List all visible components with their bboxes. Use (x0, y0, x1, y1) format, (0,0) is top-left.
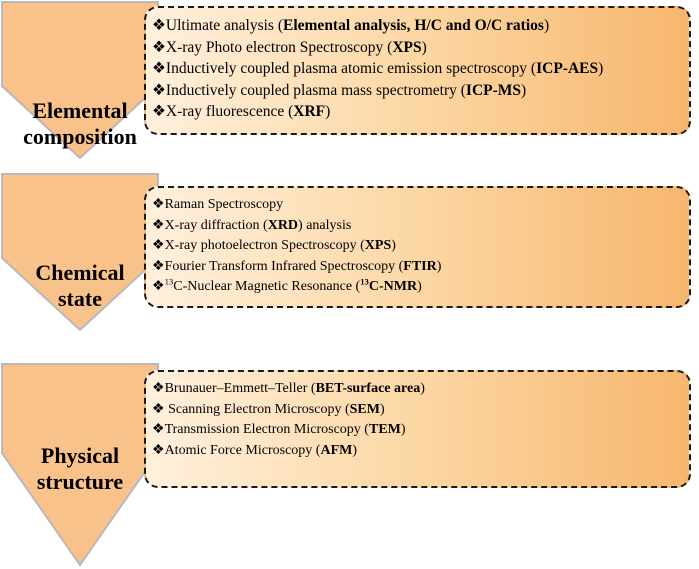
stage-title-physical-structure: Physical structure (0, 443, 160, 495)
technique-text: XPS (364, 238, 392, 253)
technique-text: Fourier Transform Infrared Spectroscopy … (164, 258, 404, 274)
technique-text: BET-surface area (315, 381, 421, 396)
physical-structure-box: ❖Brunauer–Emmett–Teller (BET-surface are… (144, 370, 691, 488)
technique-item: ❖Ultimate analysis (Elemental analysis, … (152, 15, 679, 37)
stage-title-line: Physical (40, 443, 120, 468)
stage-title-elemental-composition: Elemental composition (0, 98, 160, 150)
technique-text: Raman Spectroscopy (164, 197, 284, 212)
technique-text: XPS (392, 38, 422, 56)
technique-text: X-ray photoelectron Spectroscopy ( (164, 238, 365, 253)
technique-text: SEM (349, 401, 380, 417)
technique-text: FTIR (403, 258, 437, 274)
chevron-physical-structure (0, 363, 159, 567)
technique-text: Ultimate analysis ( (165, 17, 283, 34)
stage-title-line: composition (23, 124, 137, 149)
diamond-bullet-icon: ❖ (152, 401, 165, 417)
technique-text: X-ray fluorescence ( (165, 103, 294, 120)
technique-list: ❖Raman Spectroscopy❖X-ray diffraction (X… (152, 195, 679, 298)
diamond-bullet-icon: ❖ (152, 38, 166, 56)
technique-item: ❖13C-Nuclear Magnetic Resonance (13C-NMR… (152, 277, 679, 298)
diamond-bullet-icon: ❖ (152, 17, 166, 34)
technique-item: ❖X-ray Photo electron Spectroscopy (XPS) (152, 37, 679, 59)
technique-text: AFM (320, 442, 353, 458)
stage-title-chemical-state: Chemical state (0, 260, 160, 312)
technique-text: ) (379, 401, 385, 417)
technique-text: C-NMR (368, 279, 418, 294)
technique-text: Scanning Electron Microscopy ( (164, 401, 350, 417)
technique-list: ❖Brunauer–Emmett–Teller (BET-surface are… (152, 379, 679, 461)
technique-text: ) (325, 103, 331, 120)
diamond-bullet-icon: ❖ (152, 279, 165, 294)
technique-text: XRD (267, 217, 299, 233)
technique-text: Inductively coupled plasma mass spectrom… (165, 81, 466, 99)
technique-text: ) (352, 442, 358, 458)
diamond-bullet-icon: ❖ (152, 238, 165, 253)
diamond-bullet-icon: ❖ (152, 422, 165, 437)
diamond-bullet-icon: ❖ (152, 381, 165, 396)
technique-text: ) (521, 81, 527, 99)
chevron-elemental-composition (1, 1, 159, 160)
technique-text: ) analysis (298, 217, 352, 233)
technique-item: ❖X-ray photoelectron Spectroscopy (XPS) (152, 236, 679, 257)
technique-item: ❖Transmission Electron Microscopy (TEM) (152, 420, 679, 441)
technique-text: Brunauer–Emmett–Teller ( (164, 381, 316, 396)
diamond-bullet-icon: ❖ (152, 442, 165, 458)
technique-text: C-Nuclear Magnetic Resonance ( (173, 279, 361, 294)
technique-text: ) (420, 381, 425, 396)
technique-text: ) (400, 422, 406, 437)
technique-text: ) (436, 258, 442, 274)
diamond-bullet-icon: ❖ (152, 217, 165, 233)
stage-title-line: Chemical (35, 260, 125, 285)
chemical-state-box: ❖Raman Spectroscopy❖X-ray diffraction (X… (144, 186, 691, 308)
diamond-bullet-icon: ❖ (152, 103, 166, 120)
technique-text: XRF (293, 103, 326, 120)
technique-text: TEM (368, 422, 401, 437)
diamond-bullet-icon: ❖ (152, 258, 165, 274)
technique-text: X-ray diffraction ( (164, 217, 268, 233)
technique-item: ❖ Scanning Electron Microscopy (SEM) (152, 400, 679, 421)
technique-item: ❖Inductively coupled plasma atomic emiss… (152, 58, 679, 80)
technique-text: Elemental analysis, H/C and O/C ratios (283, 17, 544, 34)
technique-text: ) (391, 238, 396, 253)
superscript: 13 (164, 276, 174, 287)
technique-text: Inductively coupled plasma atomic emissi… (165, 60, 537, 77)
stage-title-line: structure (36, 469, 124, 494)
technique-item: ❖X-ray diffraction (XRD) analysis (152, 216, 679, 237)
technique-text: Atomic Force Microscopy ( (164, 442, 321, 458)
technique-text: ) (417, 279, 422, 294)
technique-text: ICP-AES (536, 60, 599, 77)
technique-text: ) (598, 60, 604, 77)
technique-item: ❖Atomic Force Microscopy (AFM) (152, 441, 679, 462)
stage-title-line: Elemental (32, 98, 128, 123)
technique-item: ❖Fourier Transform Infrared Spectroscopy… (152, 257, 679, 278)
technique-text: Transmission Electron Microscopy ( (164, 422, 369, 437)
technique-list: ❖Ultimate analysis (Elemental analysis, … (152, 15, 679, 123)
diamond-bullet-icon: ❖ (152, 60, 166, 77)
technique-text: ) (543, 17, 550, 34)
superscript: 13 (360, 276, 369, 287)
technique-text: X-ray Photo electron Spectroscopy ( (165, 38, 393, 56)
technique-item: ❖X-ray fluorescence (XRF) (152, 101, 679, 123)
technique-item: ❖Brunauer–Emmett–Teller (BET-surface are… (152, 379, 679, 400)
technique-text: ICP-MS (465, 81, 522, 99)
stage-title-line: state (58, 286, 102, 311)
chevron-chemical-state (1, 173, 159, 332)
technique-item: ❖Inductively coupled plasma mass spectro… (152, 80, 679, 102)
diamond-bullet-icon: ❖ (152, 81, 166, 99)
technique-item: ❖Raman Spectroscopy (152, 195, 679, 216)
diamond-bullet-icon: ❖ (152, 197, 165, 212)
technique-text: ) (421, 38, 427, 56)
elemental-composition-box: ❖Ultimate analysis (Elemental analysis, … (144, 6, 691, 135)
